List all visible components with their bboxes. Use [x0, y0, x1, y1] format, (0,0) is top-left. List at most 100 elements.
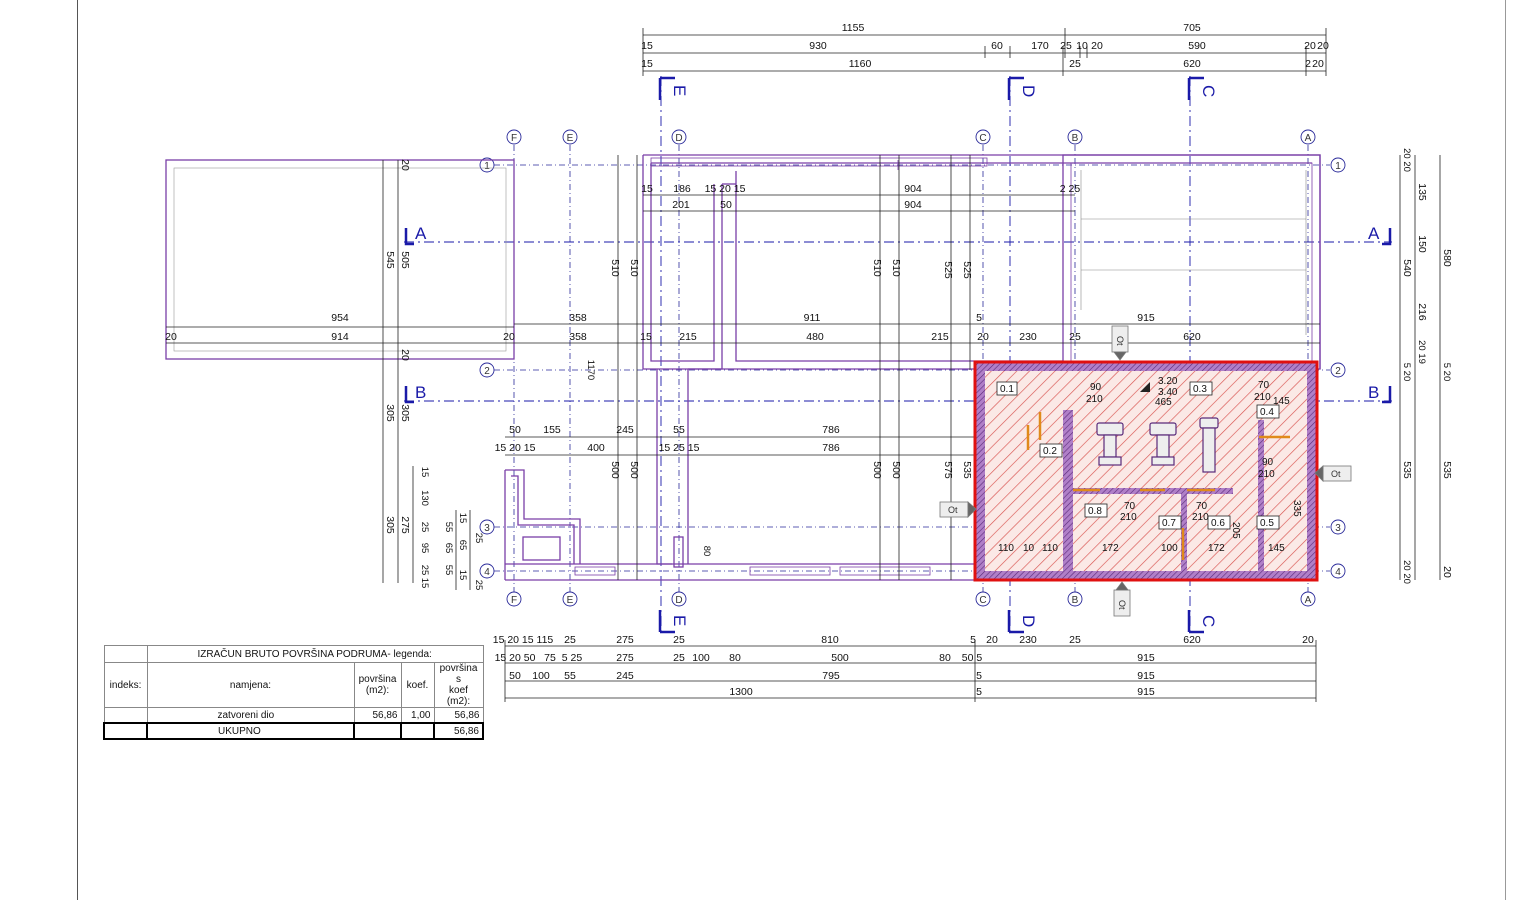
dim-top-60: 60	[991, 40, 1003, 52]
dim-50-top: 50	[720, 199, 732, 211]
dim-b4-0: 1300	[729, 686, 753, 698]
ot-label-top: Ot	[1115, 336, 1125, 346]
dim-b3-6: 915	[1137, 670, 1155, 682]
dim-door-70c: 70	[1258, 380, 1270, 391]
dim-top-2: 2	[1305, 58, 1311, 70]
dim-b2-9: 50 5	[962, 652, 983, 664]
axis-1-right: 1	[1335, 161, 1341, 172]
dim-b3-5: 5	[976, 670, 982, 682]
dim-b4-2: 915	[1137, 686, 1155, 698]
legend-col-area: površina (m2):	[353, 662, 402, 708]
dim-230: 230	[1019, 331, 1037, 343]
axis-f-top: F	[511, 133, 517, 144]
dim-110a: 110	[998, 543, 1014, 554]
dim-10a: 10	[1023, 543, 1035, 554]
legend-col-index: indeks:	[103, 662, 148, 708]
legend-row-area-coef: 56,86	[433, 707, 484, 724]
dim-top-25: 25	[1060, 40, 1072, 52]
dim-65b: 65	[457, 540, 468, 551]
section-c-bottom: C	[1199, 615, 1218, 627]
legend-total-area-coef: 56,86	[433, 722, 484, 740]
dim-575: 575	[942, 461, 954, 479]
dim-b1-10: 20	[1302, 634, 1314, 646]
dim-top-20b: 20	[1304, 40, 1316, 52]
dim-55a: 55	[443, 522, 454, 533]
dim-500c: 500	[871, 461, 883, 479]
dim-480: 480	[806, 331, 824, 343]
dim-b2-2: 5 25	[562, 652, 583, 664]
dim-500d: 500	[890, 461, 902, 479]
legend-row-area: 56,86	[353, 707, 402, 724]
dim-top-705: 705	[1183, 22, 1201, 34]
room-0-3: 0.3	[1193, 384, 1207, 395]
dim-b3-2: 55	[564, 670, 576, 682]
dim-100: 100	[1161, 543, 1178, 554]
dim-20-v1: 20	[399, 159, 411, 171]
dim-25b: 25	[419, 565, 430, 576]
axis-1-left: 1	[484, 161, 490, 172]
dim-215a: 215	[679, 331, 697, 343]
dim-914: 914	[331, 331, 349, 343]
dim-465: 465	[1155, 397, 1172, 408]
axis-2-left: 2	[484, 366, 490, 377]
dim-top-20d: 20	[1312, 58, 1324, 70]
dim-510c: 510	[871, 259, 883, 277]
axis-c-bottom: C	[979, 595, 986, 606]
dim-r-135: 135	[1416, 183, 1428, 201]
axis-b-bottom: B	[1072, 595, 1079, 606]
dim-15-top: 15	[641, 183, 653, 195]
dim-25-m: 25	[1069, 331, 1081, 343]
dim-904a: 904	[904, 183, 922, 195]
dim-915-m: 915	[1137, 312, 1155, 324]
drawing-border-right	[1505, 0, 1506, 900]
axis-e-bottom: E	[567, 595, 574, 606]
dim-305a: 305	[384, 404, 396, 422]
room-0-8: 0.8	[1088, 506, 1102, 517]
section-markers	[404, 76, 1392, 634]
dim-545: 545	[384, 251, 396, 269]
dim-275: 275	[399, 516, 411, 534]
dim-525a: 525	[942, 261, 954, 279]
dim-145: 145	[1273, 396, 1290, 407]
dim-b1-6: 20	[986, 634, 998, 646]
dim-201: 201	[672, 199, 690, 211]
dim-335: 335	[1291, 500, 1302, 517]
dim-top-170: 170	[1031, 40, 1049, 52]
room-0-4: 0.4	[1260, 407, 1274, 418]
dim-door-210b: 210	[1192, 512, 1209, 523]
axis-e-top: E	[567, 133, 574, 144]
dim-786b: 786	[822, 442, 840, 454]
axis-a-bottom: A	[1305, 595, 1312, 606]
room-0-7: 0.7	[1162, 518, 1176, 529]
dim-r-5-20b: 5 20	[1441, 363, 1452, 382]
dim-155: 155	[543, 424, 561, 436]
dim-top-620: 620	[1183, 58, 1201, 70]
area-legend-table: IZRAČUN BRUTO POVRŠINA PODRUMA- legenda:…	[103, 645, 484, 740]
dim-r-580: 580	[1441, 249, 1453, 267]
axis-d-bottom: D	[675, 595, 682, 606]
dim-b1-3: 25	[673, 634, 685, 646]
legend-col-area-coef-line2: koef (m2):	[446, 685, 471, 707]
dim-20-left: 20	[165, 331, 177, 343]
dim-186: 186	[673, 183, 691, 195]
legend-total-coef	[400, 722, 435, 740]
dim-top-20: 20	[1091, 40, 1103, 52]
dim-400: 400	[587, 442, 605, 454]
section-b-right: B	[1368, 383, 1379, 402]
dim-r-540: 540	[1401, 259, 1413, 277]
dim-b2-0: 15 20 50	[495, 652, 536, 664]
stair-label-2: 3.40	[1158, 387, 1178, 398]
dim-top-15: 15	[641, 40, 653, 52]
dim-500b: 500	[628, 461, 640, 479]
dim-r-535b: 535	[1441, 461, 1453, 479]
dim-b1-5: 5	[970, 634, 976, 646]
dim-95: 95	[419, 543, 430, 554]
dim-b2-6: 80	[729, 652, 741, 664]
dim-15a: 15	[419, 467, 430, 478]
dim-172a: 172	[1102, 543, 1119, 554]
dim-145b: 145	[1268, 543, 1285, 554]
ot-label-bottom: Ot	[1117, 600, 1127, 610]
dim-door-90: 90	[1090, 382, 1102, 393]
dim-510b: 510	[628, 259, 640, 277]
dim-top-10: 10	[1076, 40, 1088, 52]
